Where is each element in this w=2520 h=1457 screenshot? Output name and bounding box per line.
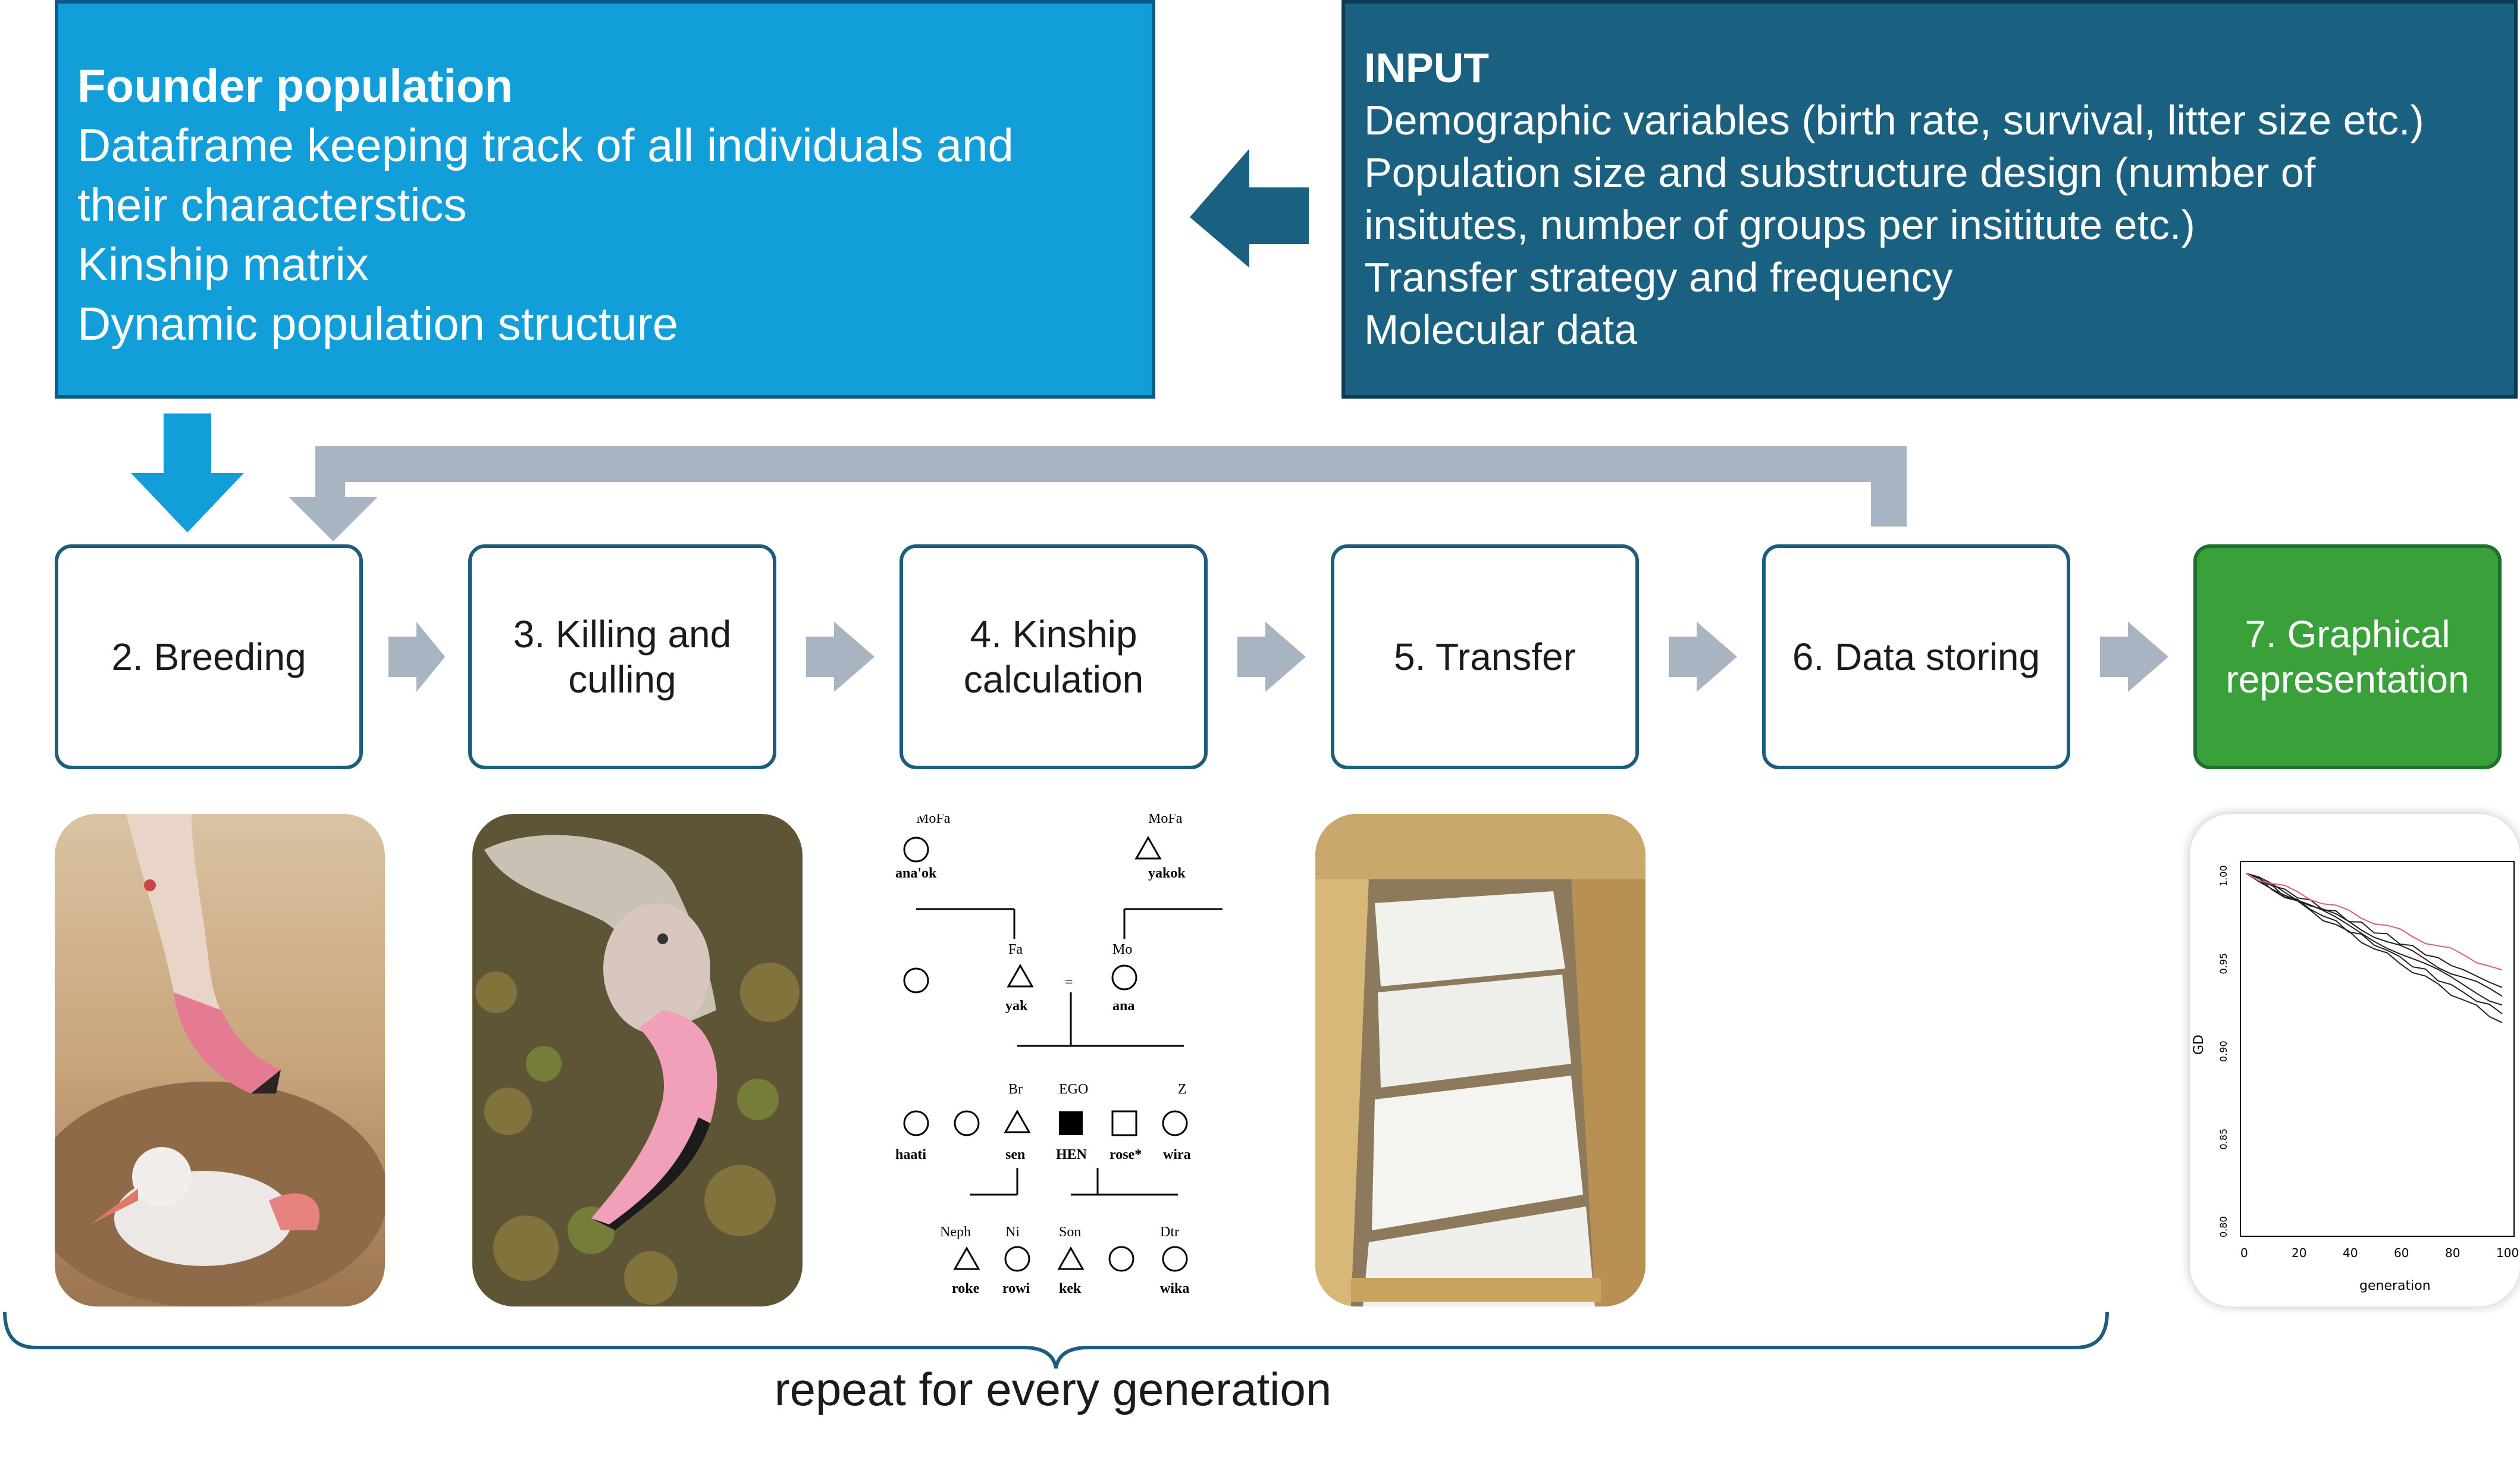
pedigree-label-1: ana'ok — [895, 866, 937, 881]
breeding-flamingo-image — [55, 814, 385, 1306]
input-line-5: Molecular data — [1364, 306, 1638, 353]
pedigree-chart-image: MoFa ana'ok MoFa yakok Fa Mo = yak ana B… — [892, 814, 1223, 1306]
mini-chart-series-line — [2246, 873, 2503, 988]
founder-line-4: Dynamic population structure — [77, 297, 679, 350]
pedigree-label-22: kek — [1059, 1281, 1082, 1296]
founder-line-1: Dataframe keeping track of all individua… — [77, 119, 1014, 171]
pedigree-label-13: HEN — [1056, 1147, 1087, 1163]
pedigree-label-10: Z — [1178, 1082, 1187, 1097]
input-box: INPUT Demographic variables (birth rate,… — [1342, 0, 2518, 399]
pedigree-label-9: EGO — [1059, 1082, 1088, 1097]
step-graphical-label: 7. Graphical representation — [2226, 613, 2469, 701]
mini-chart-x-tick: 40 — [2343, 1246, 2358, 1260]
mini-chart-x-tick: 20 — [2292, 1246, 2306, 1260]
step-graphical-representation: 7. Graphical representation — [2193, 544, 2502, 769]
mini-chart-x-tick: 100 — [2496, 1246, 2519, 1260]
step-data-storing-label: 6. Data storing — [1792, 635, 2041, 678]
mini-chart-series-line — [2246, 873, 2503, 1014]
mini-chart-series-line — [2246, 873, 2503, 1006]
pedigree-label-5: Mo — [1112, 942, 1132, 957]
mini-chart-x-tick: 80 — [2445, 1246, 2460, 1260]
pedigree-label-12: sen — [1005, 1147, 1025, 1163]
step-kinship-label: 4. Kinship calculation — [963, 613, 1144, 701]
step-breeding-label: 2. Breeding — [111, 635, 306, 678]
founder-title: Founder population — [77, 59, 513, 112]
founder-line-2: their characterstics — [77, 178, 467, 231]
founder-to-breeding-arrow — [131, 413, 244, 532]
pedigree-label-8: Br — [1008, 1082, 1023, 1097]
mini-chart-y-tick: 0.90 — [2218, 1041, 2229, 1062]
step-data-storing: 6. Data storing — [1762, 544, 2070, 769]
mini-chart-x-tick: 0 — [2240, 1246, 2248, 1260]
mini-chart-y-tick: 0.80 — [2218, 1216, 2229, 1237]
culling-flamingo-image — [472, 814, 803, 1306]
pedigree-label-23: wika — [1160, 1281, 1189, 1296]
input-line-3: insitutes, number of groups per insititu… — [1364, 202, 2195, 248]
pedigree-label-15: wira — [1163, 1147, 1191, 1163]
step-arrow-2 — [806, 622, 875, 692]
pedigree-label-14: rose* — [1109, 1147, 1142, 1163]
pedigree-label-11: haati — [895, 1147, 926, 1163]
pedigree-label-18: Son — [1059, 1224, 1081, 1240]
mini-chart-y-tick: 1.00 — [2218, 865, 2229, 886]
pedigree-label-16: Neph — [940, 1224, 971, 1240]
repeat-label: repeat for every generation — [774, 1363, 1332, 1415]
input-line-1: Demographic variables (birth rate, survi… — [1364, 97, 2424, 143]
step-breeding: 2. Breeding — [55, 544, 363, 769]
step-kinship-calculation: 4. Kinship calculation — [899, 544, 1208, 769]
graphical-output-image: 0 20 40 60 80 100 0.80 0.85 0.90 0.95 1.00 generat… — [2190, 814, 2520, 1306]
mini-chart-y-tick: 0.95 — [2218, 953, 2229, 975]
pedigree-label-21: rowi — [1002, 1281, 1030, 1296]
step-transfer: 5. Transfer — [1331, 544, 1639, 769]
step-arrow-4 — [1669, 622, 1737, 692]
generation-brace — [3, 1311, 2109, 1369]
mini-chart-xlabel: generation — [2359, 1279, 2431, 1293]
mini-chart-y-tick: 0.85 — [2218, 1129, 2229, 1150]
step-arrow-1 — [388, 622, 445, 692]
step-arrow-5 — [2100, 622, 2168, 692]
pedigree-label-7: ana — [1112, 998, 1134, 1014]
pedigree-label-19: Dtr — [1160, 1224, 1179, 1240]
step-transfer-label: 5. Transfer — [1394, 635, 1576, 678]
step-killing-culling-label: 3. Killing and culling — [513, 613, 732, 701]
input-line-4: Transfer strategy and frequency — [1364, 254, 1953, 300]
founder-line-3: Kinship matrix — [77, 238, 369, 290]
svg-text:=: = — [1065, 975, 1073, 990]
input-title: INPUT — [1364, 45, 1489, 91]
pedigree-label-4: Fa — [1008, 942, 1023, 957]
pedigree-label-6: yak — [1005, 998, 1028, 1014]
pedigree-label-0: MoFa — [916, 814, 951, 826]
mini-chart-series-line — [2246, 873, 2503, 1023]
input-line-2: Population size and substructure design … — [1364, 149, 2316, 196]
pedigree-label-3: yakok — [1148, 866, 1186, 881]
mini-chart-x-tick: 60 — [2394, 1246, 2409, 1260]
pedigree-label-20: roke — [952, 1281, 980, 1296]
transfer-crate-image — [1315, 814, 1645, 1306]
mini-chart-ylabel: GD — [2192, 1035, 2206, 1055]
input-to-founder-arrow — [1190, 149, 1309, 268]
mini-chart-series-line — [2246, 873, 2503, 971]
loop-back-arrow — [289, 446, 1907, 541]
pedigree-label-17: Ni — [1005, 1224, 1020, 1240]
mini-chart-series-line — [2246, 873, 2503, 997]
step-arrow-3 — [1237, 622, 1306, 692]
pedigree-label-2: MoFa — [1148, 814, 1183, 826]
step-killing-culling: 3. Killing and culling — [468, 544, 776, 769]
founder-population-box: Founder population Dataframe keeping tra… — [55, 0, 1155, 399]
